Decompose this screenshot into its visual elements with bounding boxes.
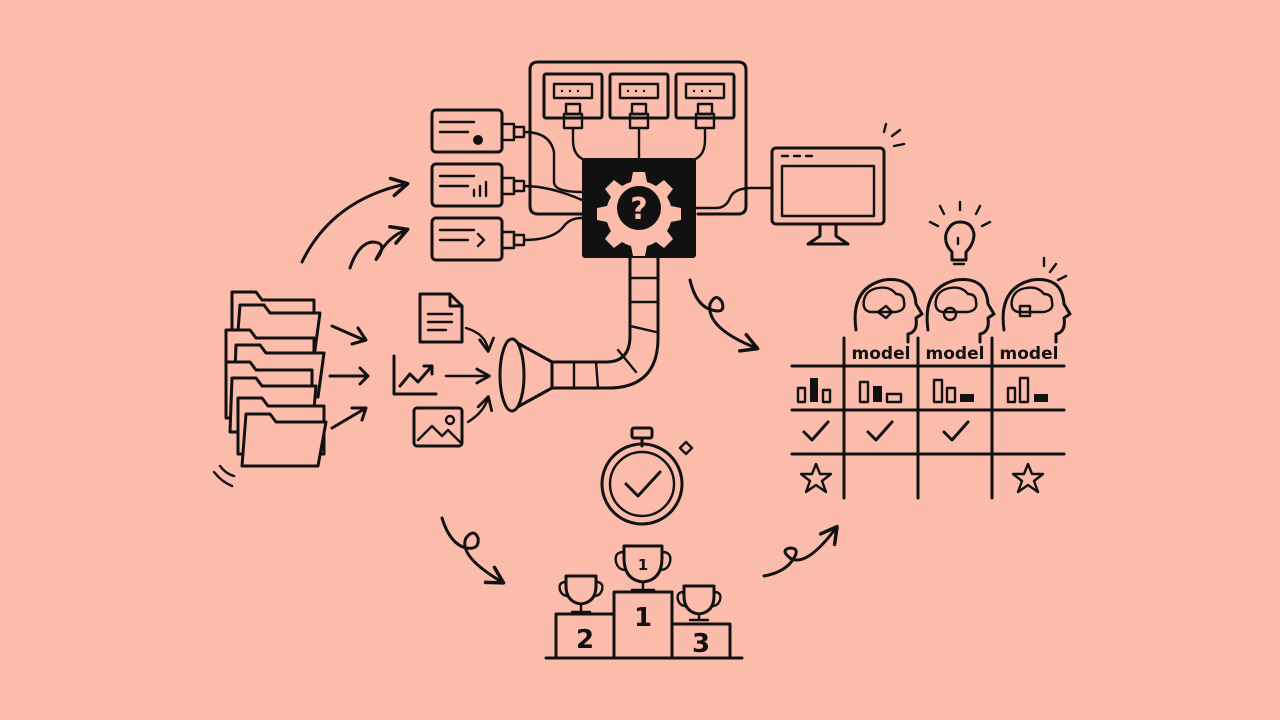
lightbulb-icon xyxy=(928,200,992,266)
model-header-2: model xyxy=(926,344,985,364)
document-icon xyxy=(418,292,464,344)
monitor-icon xyxy=(770,122,906,246)
trophy-label: 1 xyxy=(638,556,648,574)
left-cables xyxy=(522,130,584,242)
checkmark-icon xyxy=(802,420,970,442)
folder-arrows xyxy=(328,324,370,430)
trophy-icon: 1 xyxy=(558,544,722,622)
gear-question-icon: ? xyxy=(582,158,696,258)
line-chart-icon xyxy=(392,354,438,396)
arrow-icon xyxy=(300,176,839,585)
monitor-cable xyxy=(694,186,774,210)
podium-icon: 2 1 3 xyxy=(544,590,744,660)
funnel-icon xyxy=(498,337,554,413)
model-table: model model model xyxy=(790,336,1066,500)
data-arrows xyxy=(444,326,495,424)
stopwatch-icon xyxy=(600,426,694,526)
head-brain-icon xyxy=(853,256,1072,344)
podium-place-1: 1 xyxy=(634,603,652,633)
model-header-3: model xyxy=(1000,344,1059,364)
image-icon xyxy=(412,406,464,448)
star-icon xyxy=(799,462,1045,494)
server-rack xyxy=(528,60,748,216)
pipe-icon xyxy=(550,254,660,390)
model-header-1: model xyxy=(852,344,911,364)
podium-place-2: 2 xyxy=(576,625,594,655)
folder-stack-icon xyxy=(212,290,328,488)
hub-symbol: ? xyxy=(630,192,647,227)
bar-chart-icon xyxy=(796,376,1048,404)
server-icon xyxy=(430,108,504,262)
podium-place-3: 3 xyxy=(692,629,710,659)
usb-plug-icon xyxy=(500,122,526,250)
